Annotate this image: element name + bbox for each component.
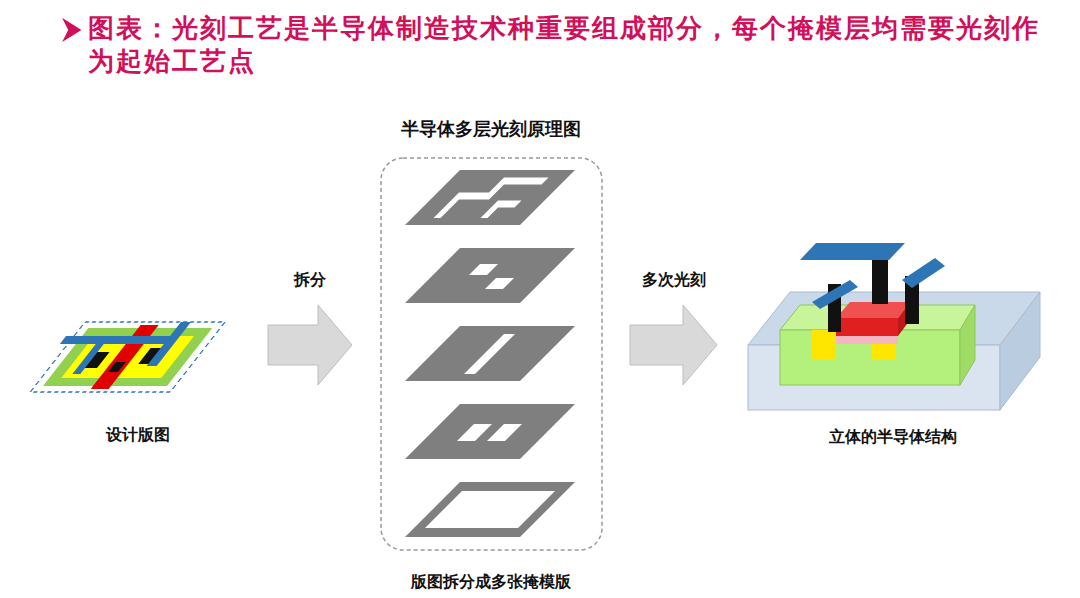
- block-arrow: [268, 305, 352, 385]
- page-title: 图表：光刻工艺是半导体制造技术种重要组成部分，每个掩模层均需要光刻作为起始工艺点: [88, 12, 1048, 78]
- arrow-label: 多次光刻: [640, 270, 708, 291]
- mask-frame: [381, 158, 602, 550]
- design-layout-node: 设计版图: [25, 305, 250, 445]
- diagram-heading: 半导体多层光刻原理图: [370, 118, 612, 141]
- bullet-arrow: [64, 20, 80, 40]
- node-caption: 设计版图: [25, 425, 250, 445]
- design-layout: [22, 322, 225, 392]
- mask-set-node: 半导体多层光刻原理图版图拆分成多张掩模版: [370, 118, 612, 592]
- node-caption: 版图拆分成多张掩模版: [370, 572, 612, 592]
- node-caption: 立体的半导体结构: [735, 427, 1050, 447]
- semiconductor-structure: [748, 243, 1040, 410]
- structure-node: 立体的半导体结构: [735, 235, 1050, 447]
- block-arrow: [630, 305, 717, 385]
- arrow-label: 拆分: [292, 270, 328, 291]
- mask-stack: [405, 170, 575, 537]
